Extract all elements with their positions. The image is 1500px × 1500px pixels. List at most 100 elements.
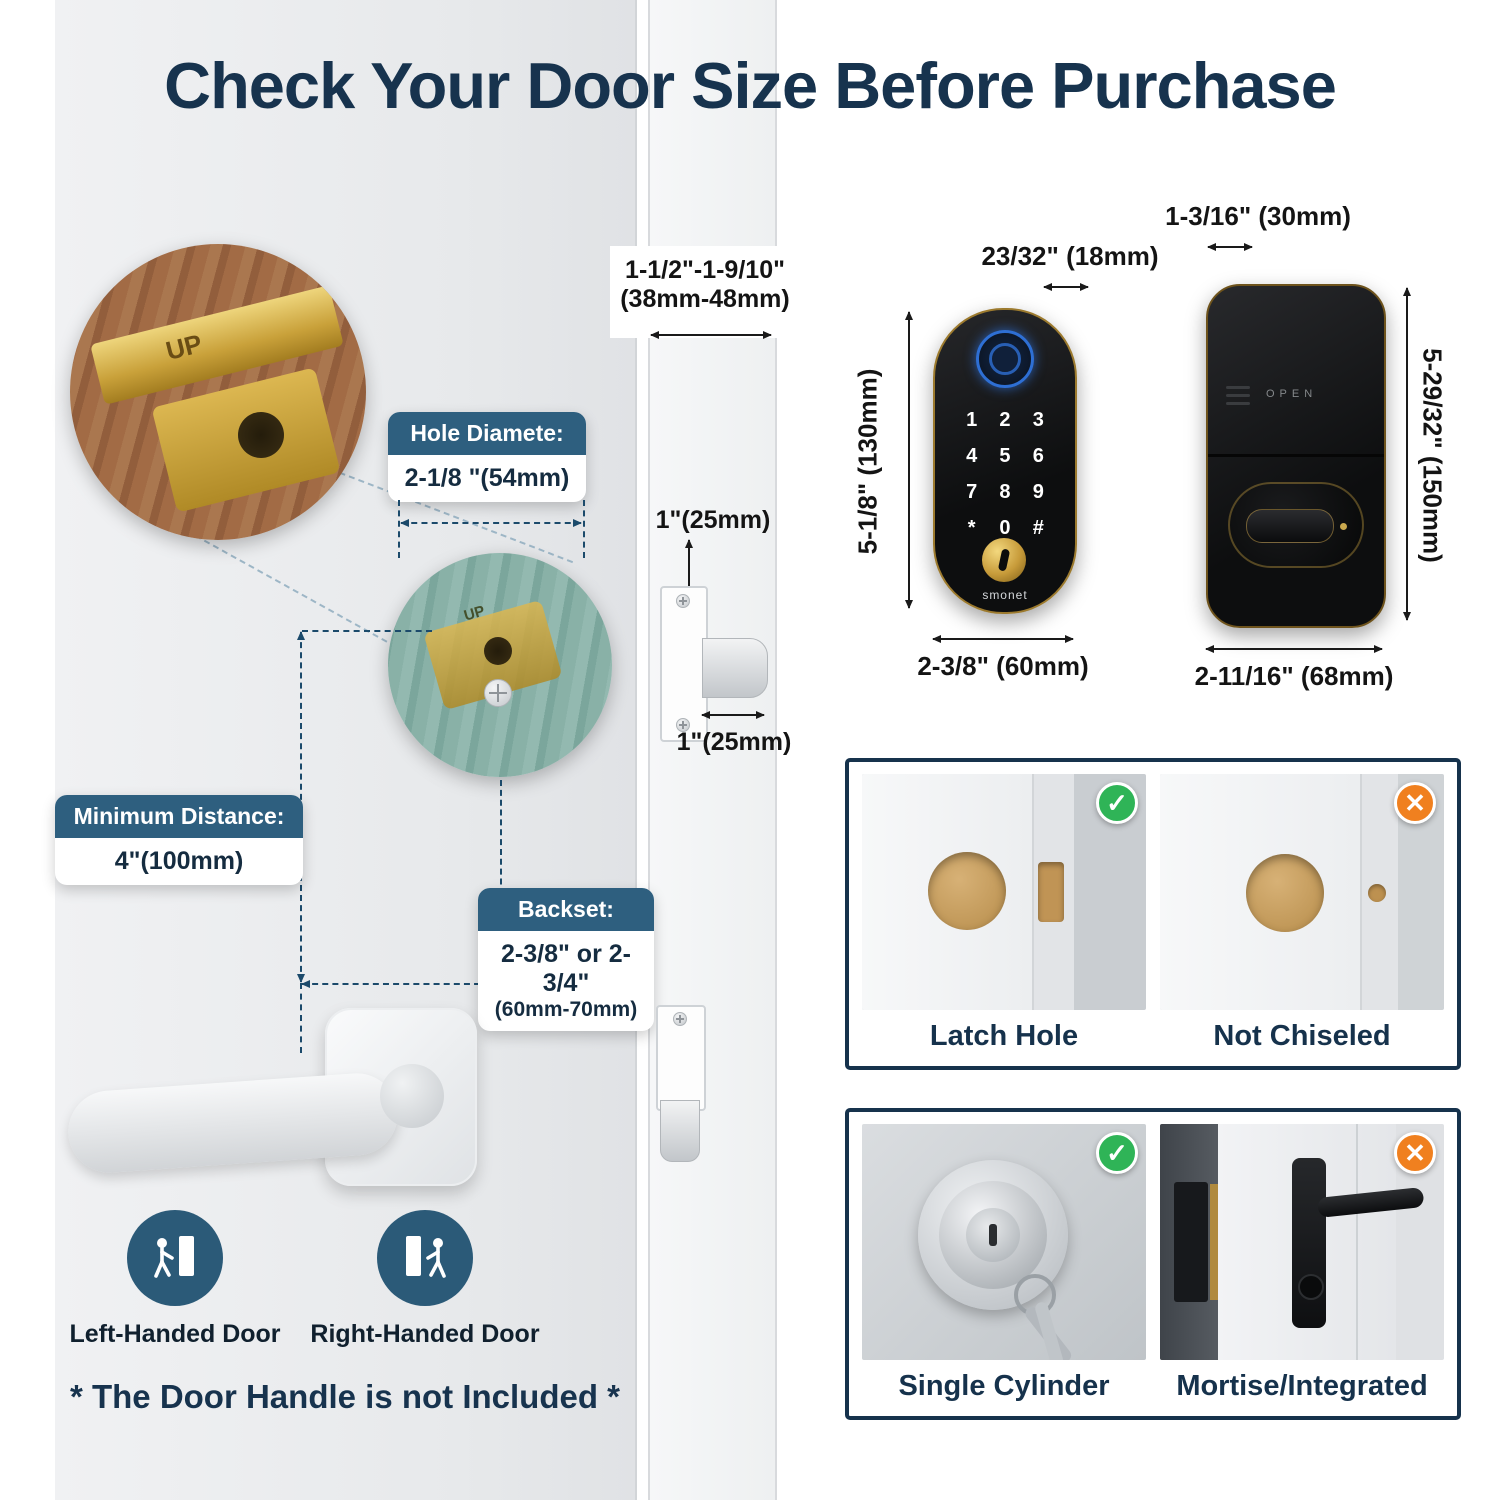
left-handed-door-label: Left-Handed Door [69,1320,281,1348]
back-bottom-width-arrow [1205,645,1383,653]
keyhole-icon [989,1224,997,1246]
cross-icon: ✕ [1394,782,1436,824]
chisel-recess [1038,862,1064,922]
keypad-key: 7 [966,480,978,503]
callout-header: Minimum Distance: [55,795,303,838]
back-height-arrow [1403,287,1411,621]
check-panel-cylinder: ✓ ✕ Single Cylinder Mortise/Integrated [845,1108,1461,1420]
panel-label: Not Chiseled [1213,1020,1391,1052]
mortise-body [1174,1182,1208,1302]
back-width-label: 1-3/16" (30mm) [1165,201,1351,231]
latch-depth-label: 1"(25mm) [676,728,792,756]
strike-plate [660,586,708,742]
latch-hole-image: ✓ [862,774,1146,1010]
panel-label: Mortise/Integrated [1176,1370,1428,1402]
screw-icon [676,594,690,608]
front-width-arrow [1043,283,1089,291]
dashed-guide-line [583,500,585,558]
indicator-dot [1340,523,1347,530]
check-icon: ✓ [1096,782,1138,824]
keypad-key: 9 [1032,480,1044,503]
cylinder-keyhole [1298,1274,1324,1300]
callout-value: 2-1/8 "(54mm) [404,464,570,492]
keyhole-icon [982,538,1026,582]
fingerprint-icon [976,330,1034,388]
page-title: Check Your Door Size Before Purchase [164,49,1337,122]
single-cylinder-image: ✓ [862,1124,1146,1360]
small-bore-dot [1368,884,1386,902]
keypad: 1 2 3 4 5 6 7 8 9 * 0 # [955,402,1055,546]
battery-cover-line [1226,402,1250,405]
door-handle-neck [380,1064,444,1128]
keypad-key: 5 [999,444,1011,467]
edge-thickness-label: 1-1/2"-1-9/10" (38mm-48mm) [620,256,790,313]
brand-label: smonet [982,588,1028,602]
keypad-key: * [967,516,976,539]
door-edge-gap [610,246,800,338]
backset-callout: Backset: 2-3/8" or 2-3/4" (60mm-70mm) [478,888,654,1031]
check-icon: ✓ [1096,1132,1138,1174]
keypad-key: 0 [999,516,1011,539]
escutcheon-plate [1292,1158,1326,1328]
panel-label: Single Cylinder [898,1370,1110,1402]
check-panel-latch: ✓ ✕ Latch Hole Not Chiseled [845,758,1461,1070]
smart-lock-back: OPEN [1206,284,1386,628]
bore-hole [928,852,1006,930]
latch-bolt [702,638,768,698]
callout-value-mm: (60mm-70mm) [494,997,638,1021]
dashed-guide-line [302,630,432,632]
dashed-guide-line [300,983,302,1053]
mortise-integrated-image: ✕ [1160,1124,1444,1360]
mortise-faceplate [1210,1184,1219,1300]
panel-label: Latch Hole [929,1020,1079,1052]
latch-closeup-circle: UP [70,244,366,540]
callout-value: 4"(100mm) [114,847,244,875]
latch-hole [238,412,284,458]
latch-spot-circle: UP [388,553,612,777]
callout-value: 2-3/8" or 2-3/4" [501,940,631,997]
front-width-label: 23/32" (18mm) [981,241,1159,271]
front-bottom-width-label: 2-3/8" (60mm) [917,651,1089,681]
footnote: * The Door Handle is not Included * [69,1378,621,1415]
dashed-guide-line [398,500,400,558]
keypad-key: 1 [966,408,978,431]
front-height-arrow [905,311,913,609]
bore-hole [1246,854,1324,932]
callout-header: Hole Diamete: [388,412,586,455]
right-handed-door-icon [377,1210,473,1306]
callout-header: Backset: [478,888,654,931]
back-bottom-width-label: 2-11/16" (68mm) [1194,661,1394,691]
cross-icon: ✕ [1394,1132,1436,1174]
thumbturn [1246,509,1334,543]
screw-icon [676,718,690,732]
edge-latch-bolt [660,1100,700,1162]
left-handed-door-icon [127,1210,223,1306]
front-bottom-width-arrow [932,635,1074,643]
not-chiseled-image: ✕ [1160,774,1444,1010]
latch-hole [484,637,512,665]
screw-icon [484,679,512,707]
front-height-label: 5-1/8" (130mm) [852,368,883,555]
smart-lock-front: 1 2 3 4 5 6 7 8 9 * 0 # smonet [933,308,1077,614]
back-height-label: 5-29/32" (150mm) [1417,348,1448,563]
keypad-key: 3 [1032,408,1044,431]
screw-icon [673,1012,687,1026]
hole-diameter-arrow [400,519,582,527]
back-width-arrow [1207,243,1253,251]
latch-height-label: 1"(25mm) [655,506,771,534]
dashed-guide-line [500,780,502,983]
open-label: OPEN [1266,388,1318,400]
keypad-key: # [1032,516,1044,539]
latch-depth-arrow [701,711,765,719]
keypad-key: 2 [999,408,1011,431]
hole-diameter-callout: Hole Diamete: 2-1/8 "(54mm) [388,412,586,502]
keypad-key: 4 [966,444,978,467]
battery-cover-line [1226,394,1250,397]
keypad-key: 6 [1032,444,1044,467]
edge-thickness-arrow [650,331,772,339]
right-handed-door-label: Right-Handed Door [310,1320,540,1348]
keypad-key: 8 [999,480,1011,503]
cover-seam [1208,454,1384,457]
min-distance-callout: Minimum Distance: 4"(100mm) [55,795,303,885]
